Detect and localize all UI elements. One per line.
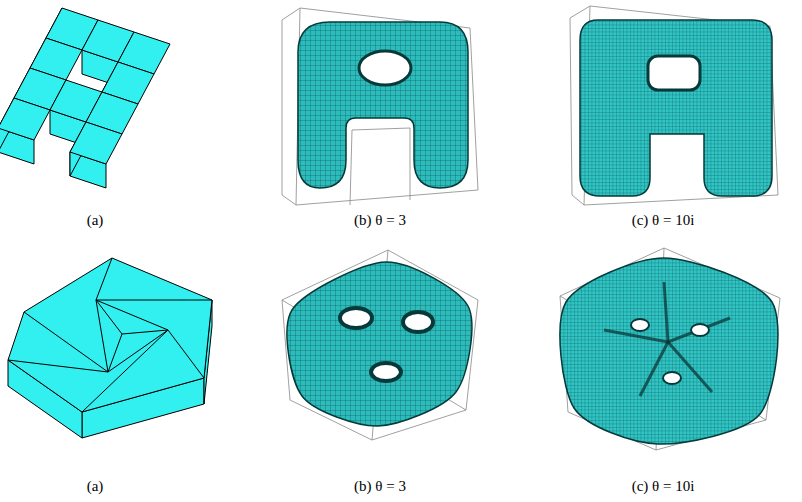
caption-label: (b) θ = 3 <box>354 212 406 229</box>
mesh-edge <box>96 258 112 300</box>
mesh-crease <box>604 330 668 342</box>
surface-body <box>560 258 778 444</box>
surface-face <box>70 122 122 164</box>
control-cage <box>350 128 410 205</box>
mesh-edge <box>168 330 204 378</box>
surface-hole <box>371 363 401 381</box>
surface-hole <box>663 372 681 384</box>
control-cage <box>560 248 780 450</box>
surface-hole <box>648 56 700 90</box>
control-mesh <box>8 258 212 438</box>
mesh-crease <box>668 318 730 342</box>
control-cage <box>282 20 296 205</box>
mesh-crease <box>664 282 668 342</box>
surface-face <box>0 98 50 140</box>
mesh-edge <box>122 330 168 334</box>
surface-hole <box>359 51 411 85</box>
surface-face <box>96 300 168 372</box>
caption-label: (a) <box>87 478 104 495</box>
subdivision-surface <box>570 6 778 205</box>
control-cage <box>282 8 300 20</box>
subdivision-surface <box>282 8 478 205</box>
caption-label: (c) θ = 10i <box>632 478 695 495</box>
caption-label: (b) θ = 3 <box>354 478 406 495</box>
surface-face <box>8 258 212 412</box>
mesh-edge <box>82 330 168 412</box>
mesh-edge <box>96 300 212 301</box>
caption-label: (a) <box>87 212 104 229</box>
surface-body <box>580 20 772 196</box>
mesh-edge <box>24 312 108 372</box>
mesh-crease <box>640 342 668 396</box>
surface-body <box>287 262 472 426</box>
control-mesh <box>0 8 170 188</box>
surface-hole <box>691 324 709 336</box>
surface-hole <box>340 308 372 328</box>
control-cage <box>282 250 478 440</box>
surface-hole <box>403 312 433 332</box>
mesh-edge <box>96 300 122 334</box>
caption-label: (c) θ = 10i <box>632 212 695 229</box>
mesh-edge <box>108 334 122 372</box>
subdivision-surface <box>282 250 478 440</box>
surface-hole <box>631 319 649 331</box>
control-cage <box>570 6 590 18</box>
surface-body <box>298 22 468 188</box>
subdivision-surface <box>560 248 780 450</box>
control-cage <box>296 8 478 205</box>
